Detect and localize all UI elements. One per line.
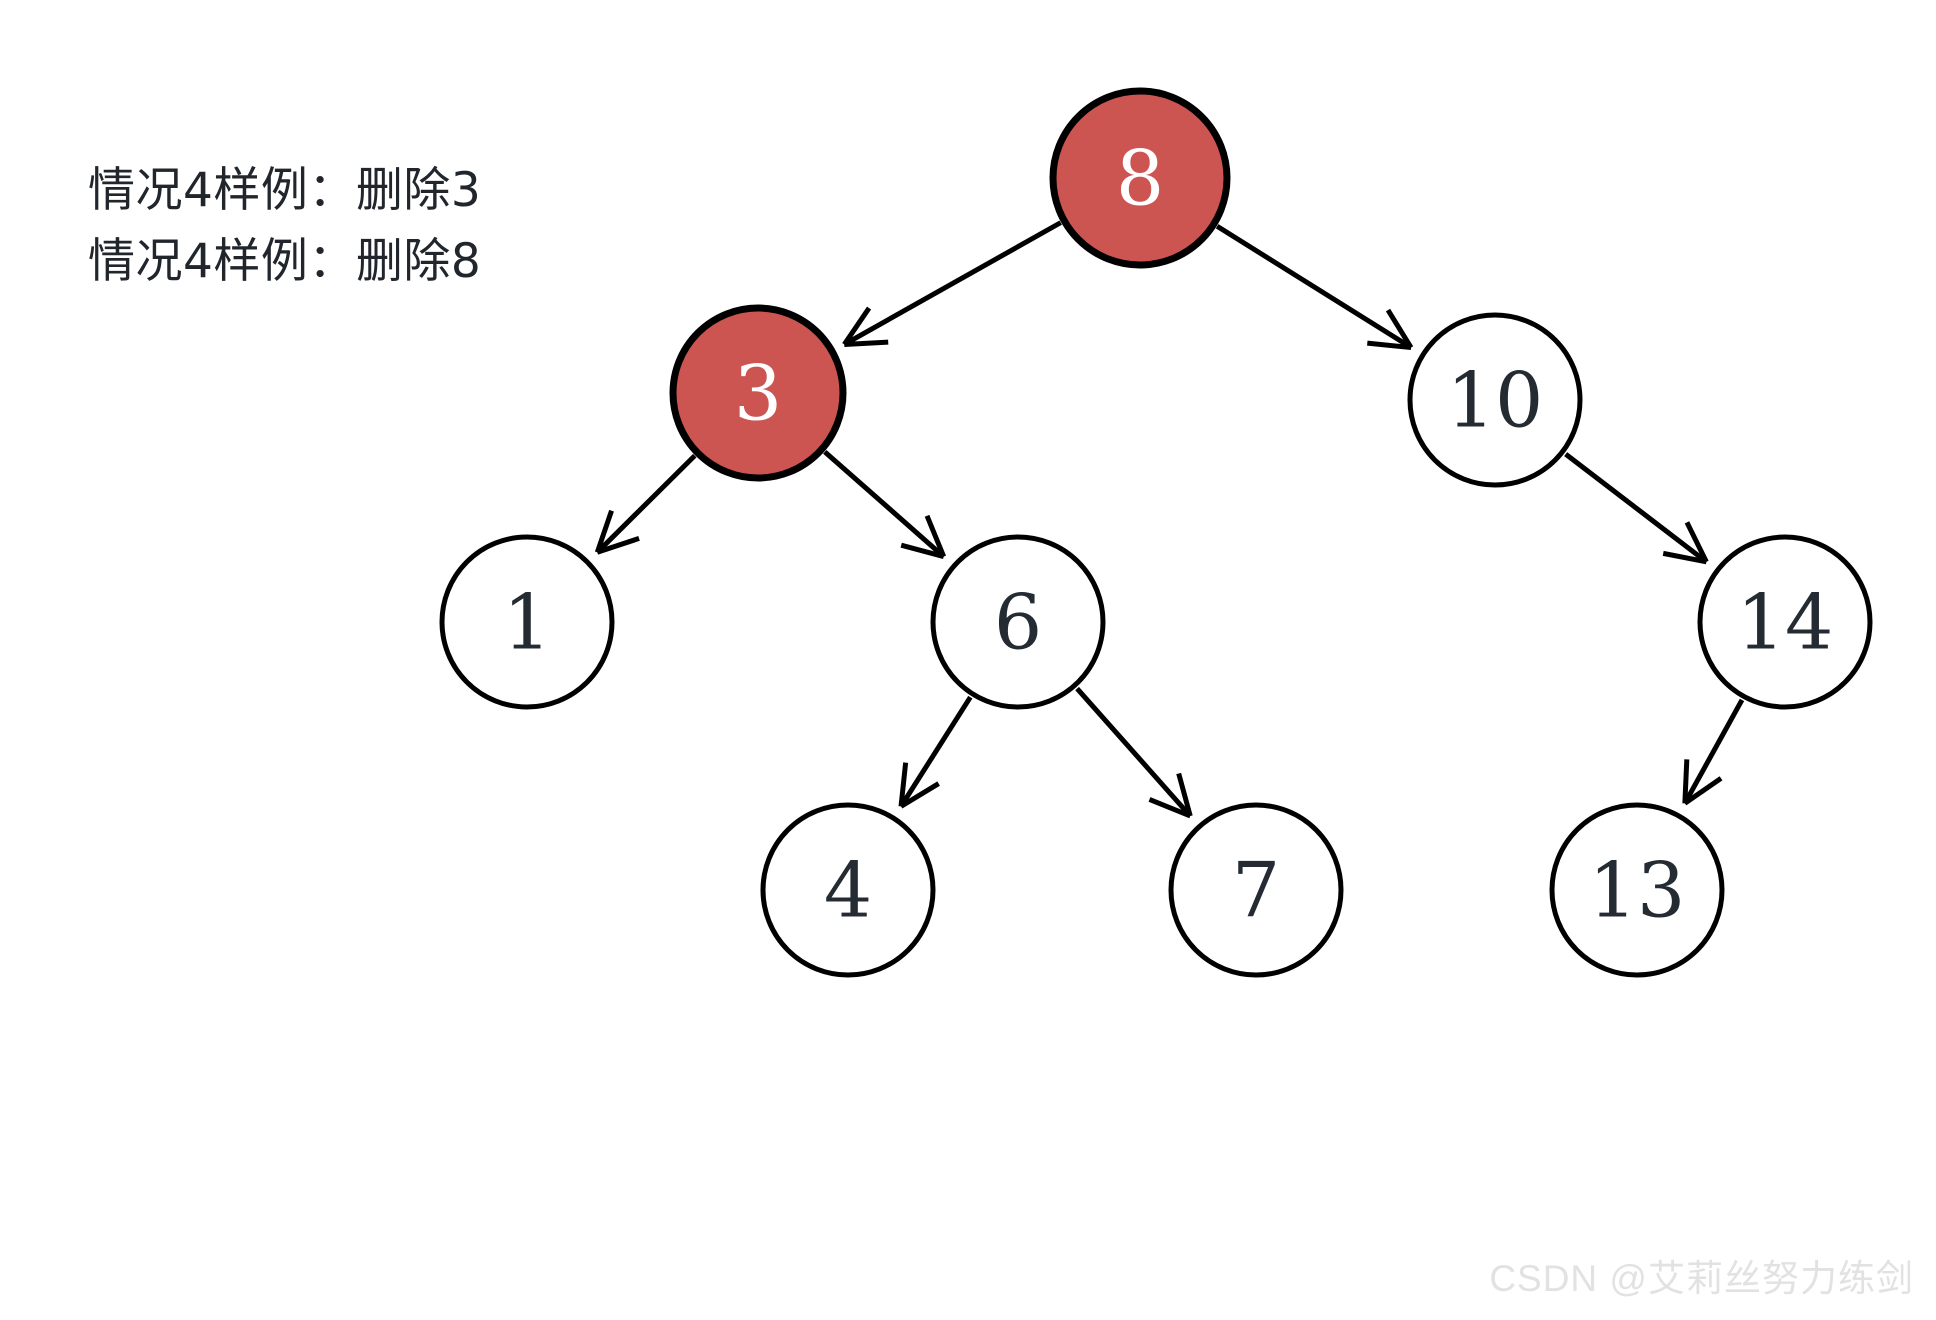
node-circle-13[interactable] [1549, 802, 1725, 978]
node-circle-8[interactable] [1049, 87, 1231, 269]
csdn-watermark: CSDN @艾莉丝努力练剑 [1489, 1258, 1914, 1299]
caption-line-delete-3: 情况4样例：删除3 [88, 163, 482, 218]
node-label-4: 4 [824, 846, 872, 935]
node-label-7: 7 [1232, 846, 1280, 935]
tree-edge-n3-to-n1 [594, 453, 697, 555]
caption-block: 情况4样例：删除3 情况4样例：删除8 [88, 155, 848, 298]
tree-edge-n6-to-n7 [1075, 686, 1193, 819]
tree-node-3[interactable]: 3 [669, 304, 847, 482]
node-circle-6[interactable] [930, 534, 1106, 710]
node-label-14: 14 [1737, 578, 1834, 667]
tree-edge-n6-to-n4 [898, 695, 973, 809]
node-label-8: 8 [1116, 134, 1164, 223]
tree-edge-n10-to-n14 [1564, 452, 1709, 565]
tree-node-7[interactable]: 7 [1168, 802, 1344, 978]
tree-edge-n8-to-n3 [842, 220, 1062, 347]
node-label-1: 1 [503, 578, 551, 667]
node-layer: 8 3 10 1 6 14 4 7 13 [439, 87, 1873, 978]
edge-layer [594, 220, 1745, 819]
tree-node-6[interactable]: 6 [930, 534, 1106, 710]
tree-node-10[interactable]: 10 [1407, 312, 1583, 488]
node-label-10: 10 [1447, 356, 1544, 445]
caption-line-delete-8: 情况4样例：删除8 [88, 234, 482, 290]
node-circle-10[interactable] [1407, 312, 1583, 488]
node-label-13: 13 [1589, 846, 1686, 935]
node-circle-7[interactable] [1168, 802, 1344, 978]
tree-edge-n8-to-n10 [1215, 224, 1414, 350]
tree-edge-n14-to-n13 [1682, 698, 1745, 806]
tree-node-4[interactable]: 4 [760, 802, 936, 978]
node-label-3: 3 [734, 349, 782, 438]
tree-edge-n3-to-n6 [823, 449, 947, 559]
node-circle-14[interactable] [1697, 534, 1873, 710]
node-circle-3[interactable] [669, 304, 847, 482]
node-circle-1[interactable] [439, 534, 615, 710]
node-label-6: 6 [994, 578, 1042, 667]
tree-node-1[interactable]: 1 [439, 534, 615, 710]
tree-node-13[interactable]: 13 [1549, 802, 1725, 978]
tree-node-8[interactable]: 8 [1049, 87, 1231, 269]
node-circle-4[interactable] [760, 802, 936, 978]
tree-node-14[interactable]: 14 [1697, 534, 1873, 710]
